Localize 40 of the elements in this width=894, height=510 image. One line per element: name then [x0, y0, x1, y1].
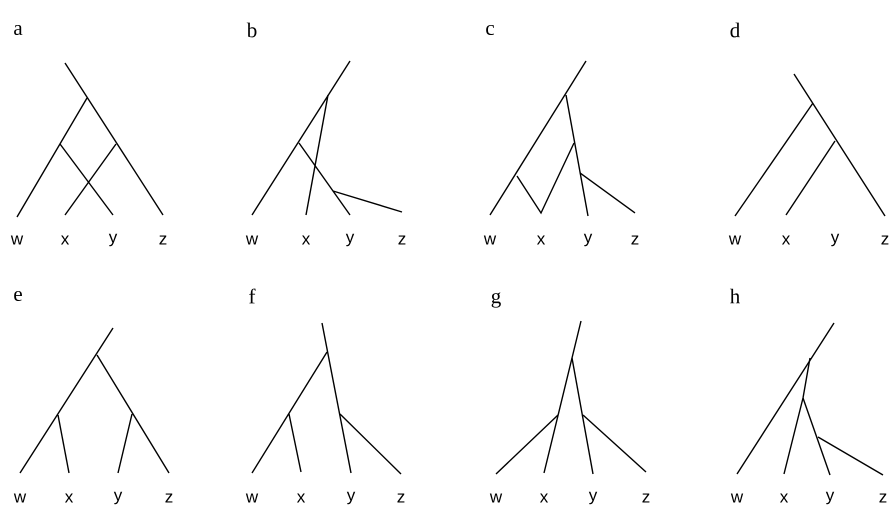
leaf-label: z: [397, 494, 404, 502]
leaf-label: w: [484, 236, 496, 244]
leaf-label: z: [165, 494, 172, 502]
leaf-label: z: [879, 494, 886, 502]
leaf-label: y: [114, 492, 122, 504]
panel-letter: a: [14, 24, 22, 36]
panel-letter: b: [246, 22, 256, 38]
leaf-label: z: [642, 494, 650, 502]
leaf-label: w: [730, 494, 744, 502]
leaf-label: y: [584, 234, 592, 246]
leaf-label: x: [536, 236, 546, 244]
leaf-label: w: [490, 494, 502, 502]
leaf-label: y: [588, 492, 598, 504]
leaf-label: x: [540, 494, 548, 502]
leaf-label: x: [780, 494, 788, 502]
leaf-label: w: [14, 494, 26, 502]
leaf-label: z: [881, 236, 888, 244]
leaf-label: w: [246, 494, 258, 502]
leaf-label: x: [64, 494, 74, 502]
leaf-label: w: [728, 236, 742, 244]
leaf-label: z: [631, 236, 638, 244]
panel-letter: c: [486, 24, 494, 36]
panel-letter: e: [14, 290, 22, 302]
leaf-label: x: [302, 236, 310, 244]
leaf-label: y: [346, 492, 356, 504]
leaf-label: w: [10, 236, 24, 244]
panel-letter: d: [730, 22, 740, 38]
leaf-label: y: [108, 234, 118, 246]
leaf-label: x: [60, 236, 70, 244]
panel-letter: g: [492, 292, 501, 308]
leaf-label: z: [159, 236, 166, 244]
leaf-label: y: [346, 234, 354, 246]
leaf-label: w: [246, 236, 258, 244]
leaf-label: x: [296, 494, 306, 502]
leaf-label: y: [830, 234, 840, 246]
leaf-label: y: [826, 492, 834, 504]
leaf-label: z: [398, 236, 406, 244]
leaf-label: x: [782, 236, 790, 244]
panel-letter: f: [249, 288, 256, 304]
panel-letter: h: [730, 288, 740, 304]
